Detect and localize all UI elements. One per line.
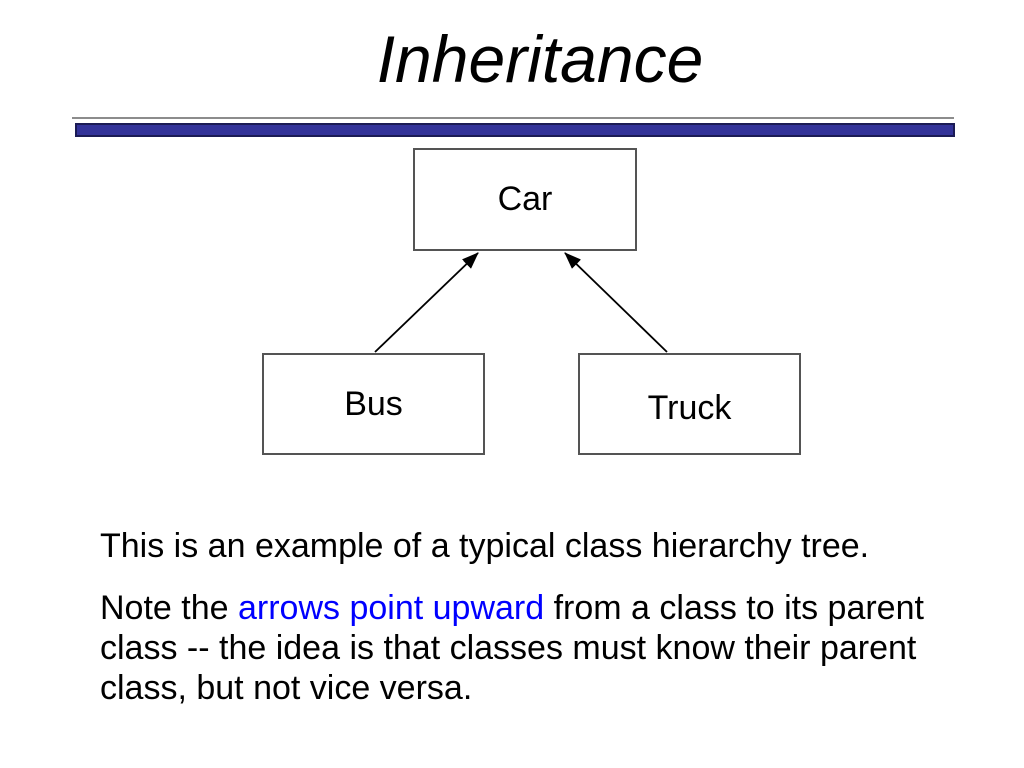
accent-text-arrows-point-upward: arrows point upward (237, 589, 545, 627)
up-arrow-truck-to-car (564, 252, 668, 353)
class-box-bus: Bus (262, 353, 485, 455)
title-divider-thin-line (72, 117, 954, 119)
class-box-truck: Truck (578, 353, 801, 455)
class-box-car: Car (413, 148, 637, 251)
slide-title: Inheritance (376, 22, 704, 96)
body-paragraph-1: This is an example of a typical class hi… (100, 527, 870, 565)
body-paragraph-2: Note the arrows point upward from a clas… (100, 588, 980, 708)
text-run: from a class to its parent (544, 589, 924, 627)
up-arrow-bus-to-car (374, 252, 479, 353)
title-divider-bar (75, 123, 955, 137)
class-box-truck-label: Truck (647, 388, 732, 427)
body-paragraph-2-line-1: Note the arrows point upward from a clas… (100, 588, 980, 628)
body-paragraph-2-line-3: class, but not vice versa. (100, 669, 473, 707)
text-run: Note the (100, 589, 238, 627)
class-box-bus-label: Bus (344, 384, 403, 423)
body-paragraph-2-line-2: class -- the idea is that classes must k… (100, 629, 917, 667)
class-box-car-label: Car (497, 180, 553, 218)
